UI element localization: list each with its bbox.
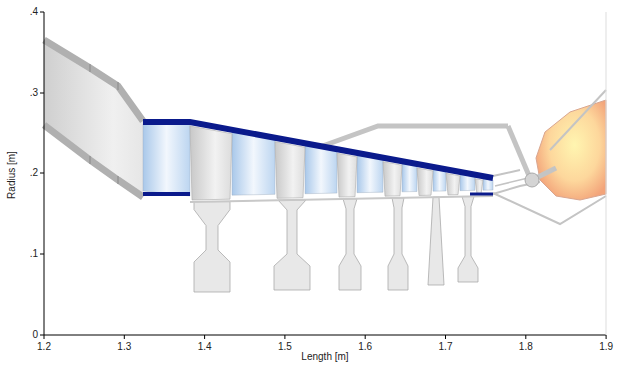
rotor-row [383,162,402,197]
hub-line [190,196,493,202]
tick-label: 1.3 [117,341,131,353]
duct-outer-wall [44,40,143,121]
diffuser-line [495,178,528,186]
rotor-row [337,153,357,197]
rotor-row [190,126,232,200]
injector-head [525,173,539,187]
y-tick [40,254,44,255]
rotor-disk [388,198,408,290]
tick-label: 1.5 [278,341,292,353]
x-tick [204,335,205,339]
duct-joint [90,156,91,164]
combustor [536,100,606,200]
tick-label: .3 [30,87,38,99]
tick-label: 1.6 [358,341,372,353]
rotor-disk [339,199,361,290]
tick-label: 1.2 [37,341,51,353]
rotor-row [446,173,460,195]
rotor-disk [428,197,444,285]
axis-frame [44,12,606,335]
tick-label: .1 [30,248,38,260]
y-tick [40,335,44,336]
stator-row [305,145,337,193]
stator-row [357,155,383,193]
tick-label: 1.9 [599,341,613,353]
y-tick [40,173,44,174]
duct-joint [118,176,119,184]
rotor-disk [458,196,478,282]
x-tick [365,335,366,339]
tick-label: .4 [30,6,38,18]
stator-row [143,124,190,196]
hub-wall [143,192,190,196]
inlet-duct [44,40,143,197]
tick-label: 0 [32,329,38,341]
tick-label: 1.7 [439,341,453,353]
tick-label: 1.8 [519,341,533,353]
rotor-row [475,179,483,195]
casing-wall [143,122,493,178]
plot-border [606,12,607,335]
x-tick [606,335,607,339]
rotor-row [417,168,433,196]
y-tick [40,12,44,13]
rotor-disk [274,200,310,290]
duct-joint [118,82,119,90]
diffuser-line [493,170,520,176]
stator-row [402,163,417,192]
stator-row [232,132,275,195]
tick-label: .2 [30,167,38,179]
y-tick [40,93,44,94]
axis-title: Radius [m] [6,151,18,199]
x-tick [445,335,446,339]
stator-row [433,169,446,191]
x-tick [124,335,125,339]
tick-label: 1.4 [198,341,212,353]
liner-line [550,90,606,150]
duct-inner-wall [44,125,143,197]
x-tick [44,335,45,339]
x-tick [525,335,526,339]
hub-wall [470,193,493,196]
axis-title: Length [m] [301,351,348,363]
rotor-disk [194,202,230,292]
rotor-row [275,142,305,199]
duct-joint [90,64,91,72]
x-tick [284,335,285,339]
